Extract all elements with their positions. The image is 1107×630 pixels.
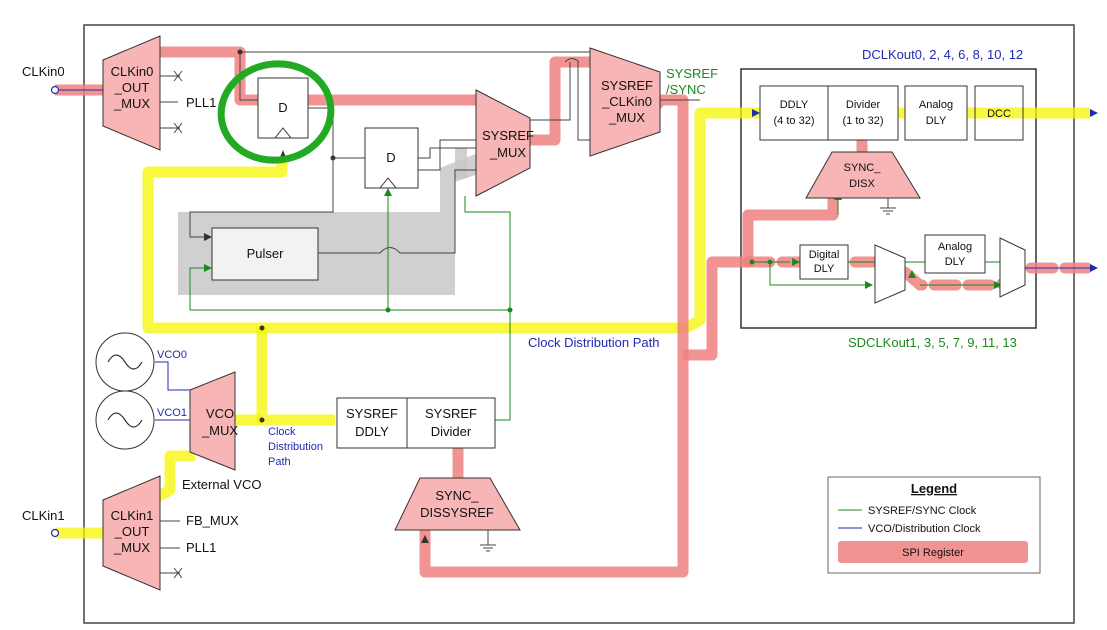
pulser-label: Pulser — [247, 246, 285, 261]
clkin0-out-mux[interactable] — [102, 35, 161, 151]
vco0-label: VCO0 — [157, 349, 187, 361]
legend-spi-swatch — [838, 541, 1028, 563]
sysref-sync-label-1: SYSREF — [666, 66, 718, 81]
clock-distribution-path-label: Clock Distribution Path — [528, 335, 660, 350]
sdclk-mux-1[interactable] — [874, 244, 906, 304]
digital-dly-label-1: Digital — [809, 249, 840, 261]
sync-disx[interactable] — [805, 151, 921, 199]
sync-dissysref-label-2: DISSYSREF — [420, 505, 494, 520]
clkin1-port[interactable] — [50, 528, 60, 538]
ddly-label-2: (4 to 32) — [774, 115, 815, 127]
analog-dly2-block[interactable] — [924, 234, 986, 274]
clkin0-mux-label-1: CLKin0 — [111, 64, 154, 79]
sysref-ddly-label-2: DDLY — [355, 424, 389, 439]
vco-mux-label-1: VCO — [206, 406, 234, 421]
ddly-label-1: DDLY — [780, 99, 809, 111]
dclkout-label: DCLKout0, 2, 4, 6, 8, 10, 12 — [862, 47, 1023, 62]
sync-disx-label-2: DISX — [849, 178, 875, 190]
pulser-block[interactable] — [211, 227, 319, 281]
x-mark-icon — [173, 567, 183, 579]
x-mark-icon — [173, 70, 183, 82]
clock-dist-small-2: Distribution — [268, 441, 323, 453]
sdclk-mux-2[interactable] — [999, 237, 1026, 298]
sysref-mux-label-2: _MUX — [489, 145, 526, 160]
divider-block[interactable] — [827, 85, 899, 141]
legend-spi-register: SPI Register — [902, 547, 964, 559]
clkin1-mux-label-3: _MUX — [113, 540, 150, 555]
sysref-divider-label-1: SYSREF — [425, 406, 477, 421]
clkin1-mux-label-1: CLKin1 — [111, 508, 154, 523]
sysref-divider-label-2: Divider — [431, 424, 472, 439]
legend-vco-distribution: VCO/Distribution Clock — [868, 523, 981, 535]
yellow-path-main — [142, 107, 760, 334]
external-vco-label: External VCO — [182, 477, 261, 492]
clkin0-label: CLKin0 — [22, 64, 65, 79]
analog-dly2-label-1: Analog — [938, 241, 972, 253]
sysref-clkin0-mux[interactable] — [589, 47, 661, 157]
sysref-mux-label-1: SYSREF — [482, 128, 534, 143]
green-circle-annotation — [217, 60, 335, 164]
red-path-dashed — [742, 256, 1096, 291]
digital-dly-block[interactable] — [799, 244, 849, 280]
analog-dly-block[interactable] — [904, 85, 968, 141]
dcc-label: DCC — [987, 108, 1011, 120]
clkin1-fbmux-label: FB_MUX — [186, 513, 239, 528]
analog-dly-label-2: DLY — [926, 115, 947, 127]
clkin0-port[interactable] — [50, 85, 60, 95]
sysref-clkin0-label-1: SYSREF — [601, 78, 653, 93]
clock-triangle-icon — [378, 177, 398, 189]
clkin1-mux-label-2: _OUT — [114, 524, 150, 539]
clock-triangle-icon — [273, 127, 293, 139]
sync-dissysref-label-1: SYNC_ — [435, 488, 479, 503]
sdclkout-label: SDCLKout1, 3, 5, 7, 9, 11, 13 — [848, 335, 1017, 350]
clkin1-out-mux[interactable] — [102, 475, 161, 591]
clock-dist-small-3: Path — [268, 456, 291, 468]
clkin0-pll1-label: PLL1 — [186, 95, 216, 110]
flipflop-2[interactable] — [364, 127, 419, 189]
clkin0-mux-label-3: _MUX — [113, 96, 150, 111]
vco-mux-label-2: _MUX — [201, 423, 238, 438]
ground-icon — [880, 197, 896, 215]
outer-border — [83, 24, 1075, 624]
dcc-block[interactable] — [974, 85, 1024, 141]
vco-mux[interactable] — [189, 371, 236, 471]
vco1-label: VCO1 — [157, 407, 187, 419]
divider-label-1: Divider — [846, 99, 881, 111]
analog-dly-label-1: Analog — [919, 99, 953, 111]
sysref-sync-label-2: /SYNC — [666, 82, 706, 97]
clock-dist-small-1: Clock — [268, 426, 296, 438]
flipflop-1-label: D — [278, 100, 287, 115]
sysref-clkin0-label-3: _MUX — [608, 110, 645, 125]
sysref-mux[interactable] — [475, 89, 531, 197]
flipflop-2-label: D — [386, 150, 395, 165]
sysref-clkin0-label-2: _CLKin0 — [601, 94, 652, 109]
ground-icon — [480, 530, 496, 552]
sysref-ddly-label-1: SYSREF — [346, 406, 398, 421]
clkin1-label: CLKin1 — [22, 508, 65, 523]
sysref-divider-block[interactable] — [406, 397, 496, 449]
ddly-block[interactable] — [759, 85, 829, 141]
divider-label-2: (1 to 32) — [843, 115, 884, 127]
digital-dly-label-2: DLY — [814, 263, 835, 275]
clkin1-pll1-label: PLL1 — [186, 540, 216, 555]
analog-dly2-label-2: DLY — [945, 256, 966, 268]
legend-title: Legend — [911, 481, 957, 496]
clkin0-mux-label-2: _OUT — [114, 80, 150, 95]
grey-region-strip — [455, 148, 467, 178]
x-mark-icon — [173, 122, 183, 134]
legend-sysref-sync: SYSREF/SYNC Clock — [868, 505, 977, 517]
sync-disx-label-1: SYNC_ — [844, 162, 882, 174]
output-frame — [740, 68, 1037, 329]
sync-dissysref[interactable] — [394, 477, 521, 531]
yellow-path-vco — [256, 328, 335, 426]
